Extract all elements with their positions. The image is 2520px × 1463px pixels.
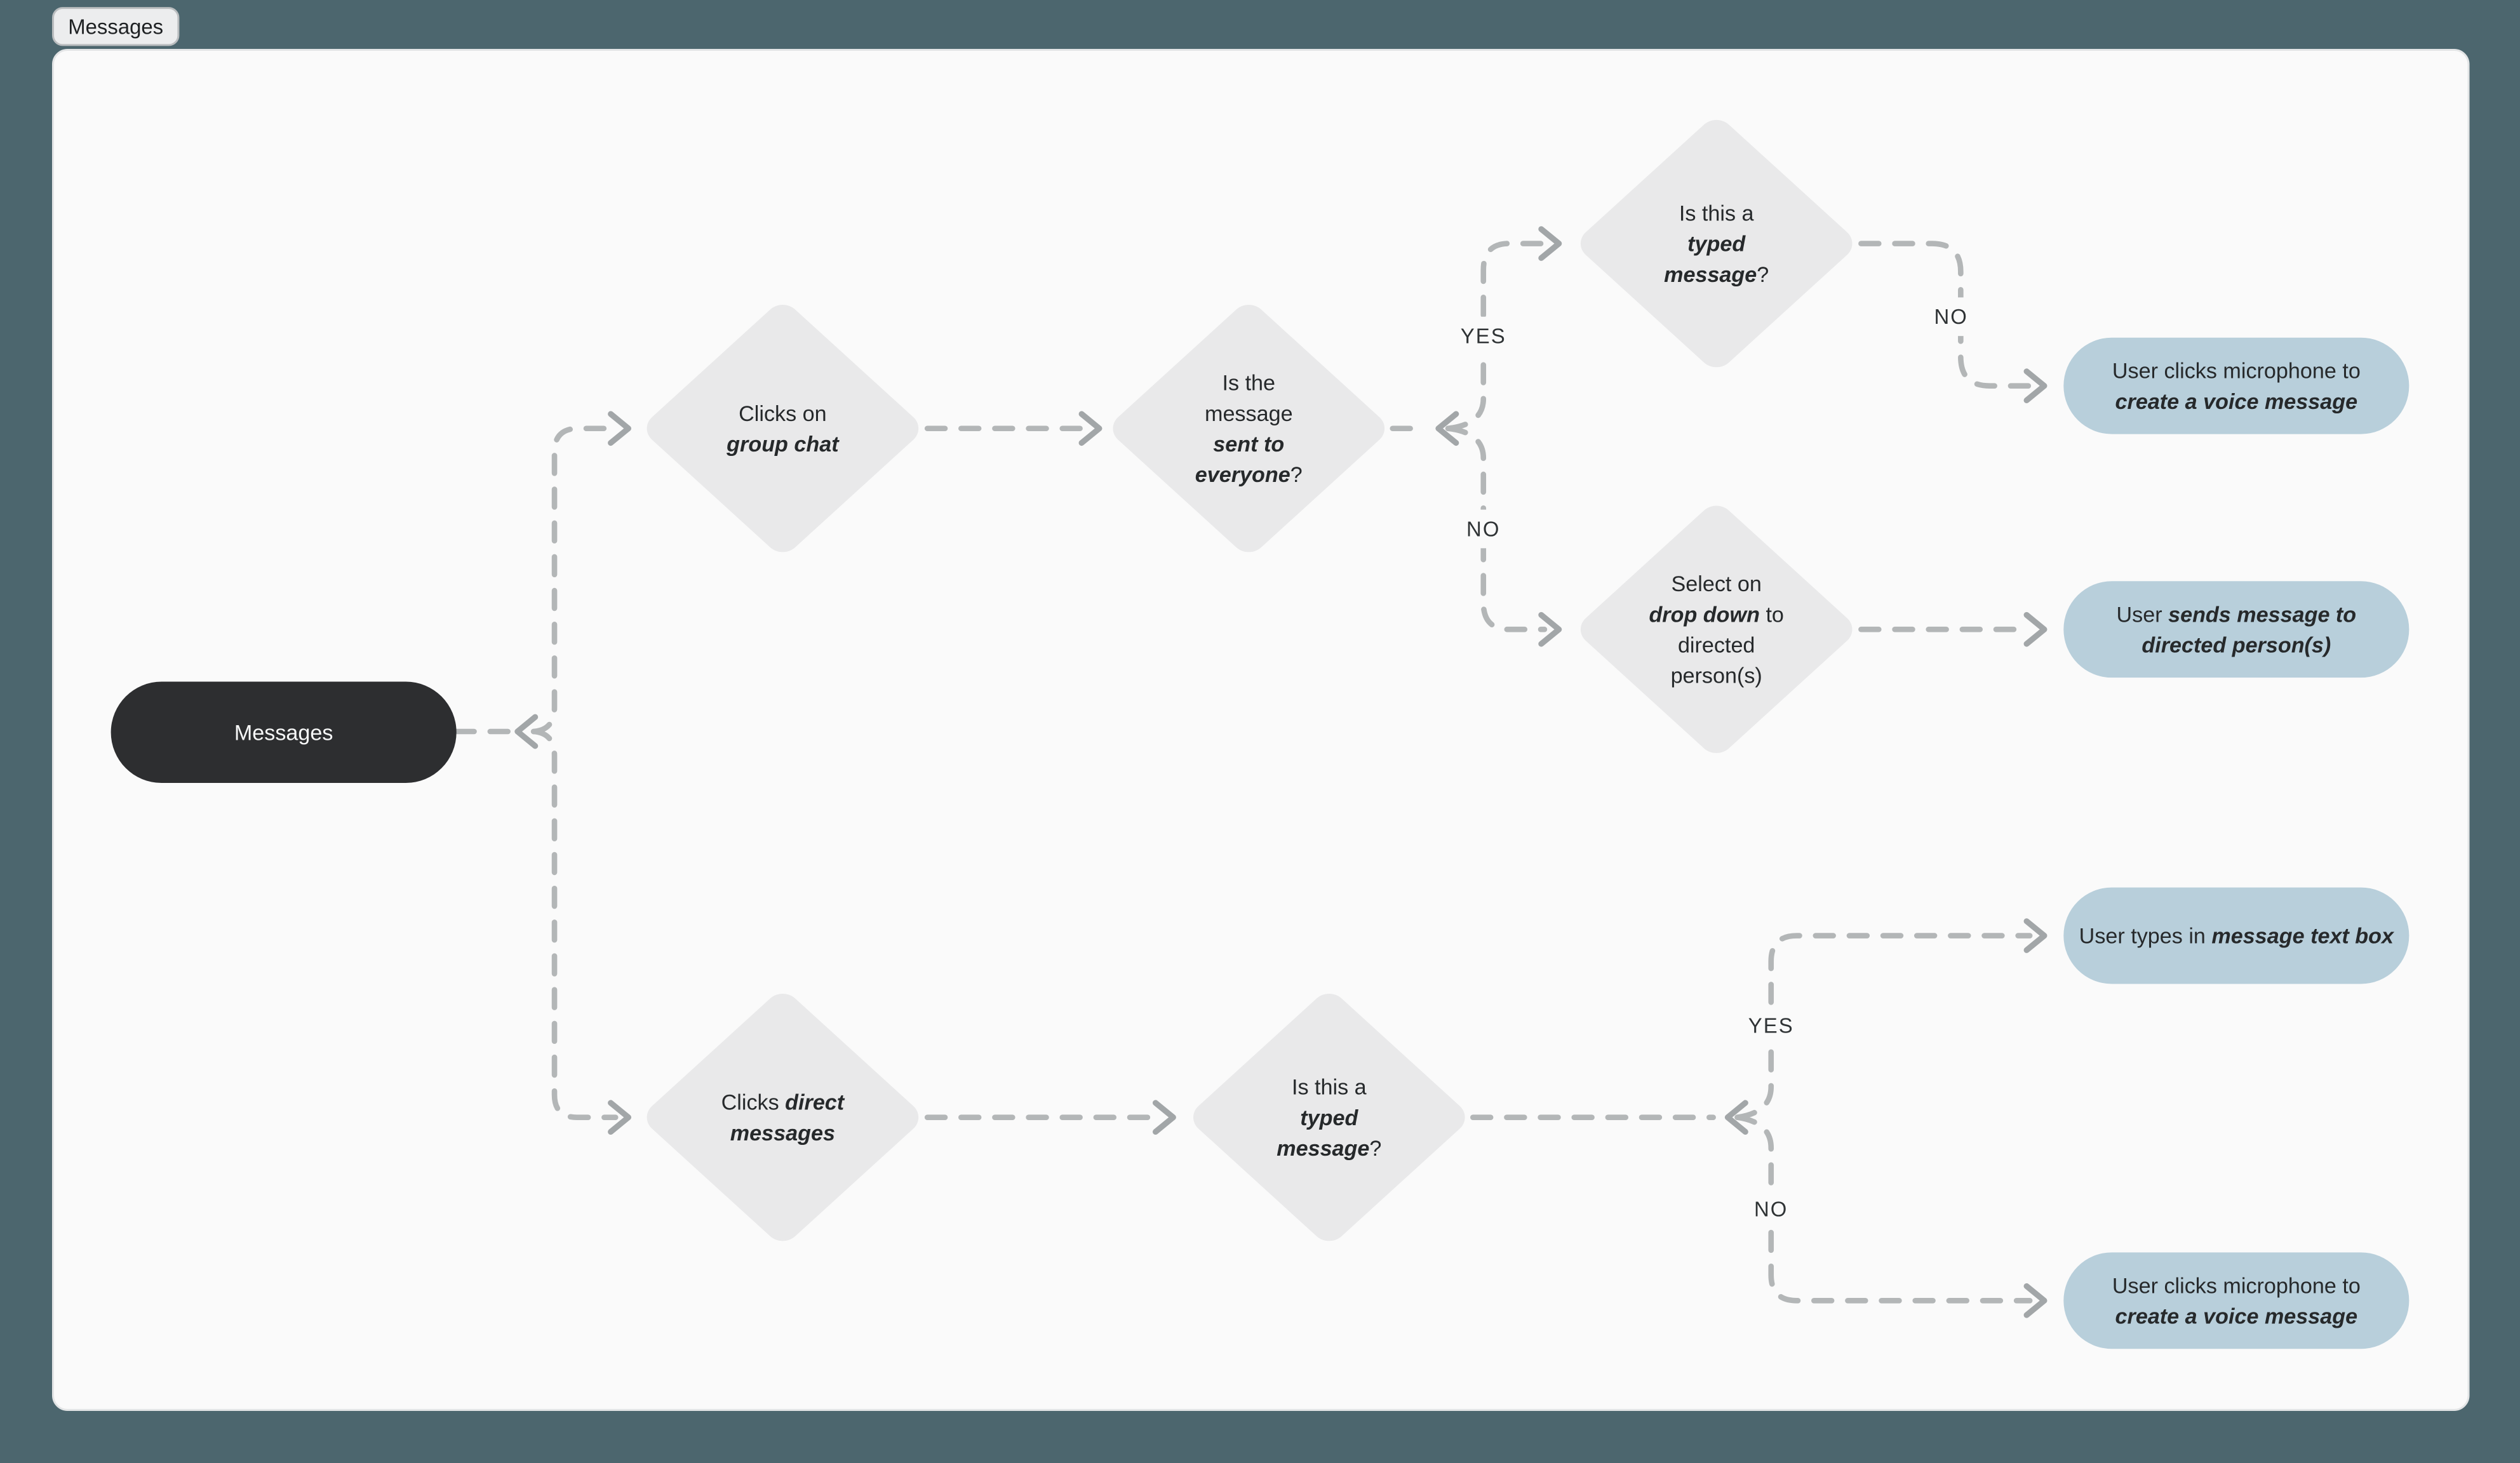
canvas (51, 48, 2470, 1411)
node-shape[interactable] (2063, 581, 2409, 678)
node-shape[interactable] (2063, 1252, 2409, 1349)
node-label: Messages (234, 721, 333, 745)
edge-label-text: NO (1934, 305, 1967, 328)
junction-back-arrow-typed-bottom-icon (1724, 1100, 1748, 1135)
junction-back-arrow-sent-icon (1435, 411, 1459, 446)
connector-start-to-direct-messages[interactable] (530, 728, 619, 1120)
arrowheads (514, 226, 2048, 1318)
node-shape[interactable] (1573, 499, 1860, 759)
arrowhead-into-voice-top-icon (2023, 368, 2048, 403)
arrowhead-into-direct-messages-icon (608, 1100, 632, 1135)
connector-sent-no-to-dropdown[interactable] (1445, 425, 1548, 632)
edge-label-no-bottom[interactable]: NO (1742, 1189, 1800, 1229)
terminal-types-textbox[interactable]: User types in message text box (2063, 887, 2409, 984)
arrowhead-into-typed-top-icon (1538, 226, 1562, 261)
node-shape[interactable] (111, 681, 457, 784)
arrowhead-into-typed-bottom-icon (1152, 1100, 1176, 1135)
edge-label-text: NO (1754, 1197, 1788, 1220)
node-start-messages[interactable]: Messages (111, 681, 457, 784)
node-label: User types in message text box (2079, 925, 2395, 949)
arrowhead-into-sent-icon (1078, 411, 1102, 446)
edge-label-no-mid[interactable]: NO (1454, 509, 1513, 549)
label-bg (1922, 297, 1980, 337)
edge-label-text: YES (1461, 324, 1506, 348)
label-bg (1737, 1006, 1805, 1045)
edge-label-yes-bottom[interactable]: YES (1737, 1006, 1805, 1045)
node-shape[interactable] (1106, 298, 1392, 559)
node-shape[interactable] (640, 987, 926, 1247)
arrowhead-into-sends-icon (2023, 611, 2048, 647)
label-bg (1449, 316, 1517, 356)
node-shape[interactable] (1186, 987, 1472, 1247)
node-shape[interactable] (2063, 887, 2409, 984)
edge-label-text: YES (1748, 1014, 1794, 1038)
label-bg (1742, 1189, 1800, 1229)
tab-label: Messages (68, 15, 163, 39)
edge-label-text: NO (1466, 517, 1500, 540)
node-shape[interactable] (2063, 337, 2409, 434)
edge-label-no-right[interactable]: NO (1922, 297, 1980, 337)
tab-messages[interactable]: Messages (51, 7, 180, 46)
edge-label-yes-top[interactable]: YES (1449, 316, 1517, 356)
connector-typed-no-to-voice-top[interactable] (1858, 241, 2033, 389)
arrowhead-into-textbox-icon (2023, 918, 2048, 953)
arrowhead-into-dropdown-icon (1538, 611, 1562, 647)
junction-back-arrow-start-icon (514, 714, 539, 749)
arrowhead-into-voice-bottom-icon (2023, 1283, 2048, 1318)
tab-background[interactable] (51, 7, 180, 46)
label-bg (1454, 509, 1513, 549)
node-shape[interactable] (640, 298, 926, 559)
node-shape[interactable] (1573, 113, 1860, 373)
connector-start-to-group-chat[interactable] (530, 425, 619, 735)
arrowhead-into-group-chat-icon (608, 411, 632, 446)
